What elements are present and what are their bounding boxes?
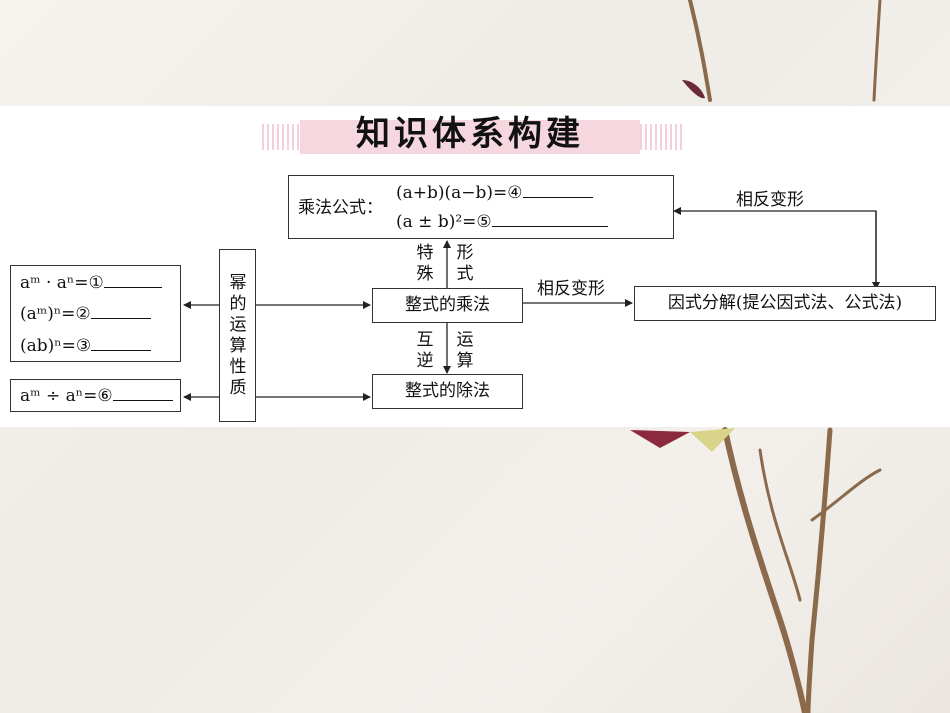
formula-line-1: (a+b)(a−b)=④ — [396, 183, 593, 203]
leaf-shape — [630, 430, 690, 448]
title-decoration — [640, 124, 684, 150]
factorization-box — [634, 286, 936, 321]
label-reverse-mid: 相反变形 — [537, 279, 605, 299]
rule-2: (aᵐ)ⁿ=② — [20, 304, 151, 324]
answer-blank-6[interactable] — [112, 386, 173, 401]
power-char: 幂 — [229, 273, 247, 293]
page-title: 知识体系构建 — [356, 114, 584, 154]
factorization-label: 因式分解(提公因式法、公式法) — [667, 293, 903, 313]
label-special: 殊 — [416, 264, 434, 284]
label-reverse-top: 相反变形 — [736, 190, 804, 210]
rule-3-text: (ab)ⁿ=③ — [20, 336, 92, 356]
rule-6: aᵐ ÷ aⁿ=⑥ — [20, 386, 173, 406]
answer-blank-3[interactable] — [91, 336, 152, 351]
rule-1: aᵐ · aⁿ=① — [20, 273, 162, 293]
title-decoration — [262, 124, 306, 150]
label-operation: 算 — [456, 351, 474, 371]
label-operation: 运 — [456, 330, 474, 350]
formula-line-1-text: (a+b)(a−b)=④ — [396, 183, 523, 203]
label-inverse: 互 — [416, 330, 434, 350]
rule-3: (ab)ⁿ=③ — [20, 336, 152, 356]
formula-line-2-text: (a ± b)²=⑤ — [396, 212, 492, 232]
rule-1-text: aᵐ · aⁿ=① — [20, 273, 104, 293]
division-rule-box — [10, 379, 181, 412]
power-char: 算 — [229, 336, 247, 356]
answer-blank-4[interactable] — [522, 183, 593, 198]
polynomial-division-label: 整式的除法 — [405, 381, 490, 401]
rule-6-text: aᵐ ÷ aⁿ=⑥ — [20, 386, 113, 406]
polynomial-division-box — [372, 374, 523, 409]
power-char: 的 — [229, 294, 247, 314]
polynomial-multiplication-box — [372, 288, 523, 323]
formula-line-2: (a ± b)²=⑤ — [396, 212, 608, 232]
title-band — [300, 120, 640, 154]
polynomial-multiplication-label: 整式的乘法 — [405, 295, 490, 315]
label-inverse: 逆 — [416, 351, 434, 371]
power-char: 运 — [229, 315, 247, 335]
power-properties-box — [219, 249, 256, 422]
answer-blank-5[interactable] — [491, 212, 608, 227]
rule-2-text: (aᵐ)ⁿ=② — [20, 304, 91, 324]
answer-blank-1[interactable] — [103, 273, 162, 288]
formula-label: 乘法公式： — [298, 198, 383, 218]
label-special: 特 — [416, 243, 434, 263]
label-form: 形 — [456, 243, 474, 263]
leaf-shape — [690, 428, 735, 452]
answer-blank-2[interactable] — [90, 304, 151, 319]
power-char: 质 — [229, 378, 247, 398]
label-form: 式 — [456, 264, 474, 284]
power-rules-box — [10, 265, 181, 362]
formula-box — [288, 175, 674, 239]
power-char: 性 — [229, 357, 247, 377]
